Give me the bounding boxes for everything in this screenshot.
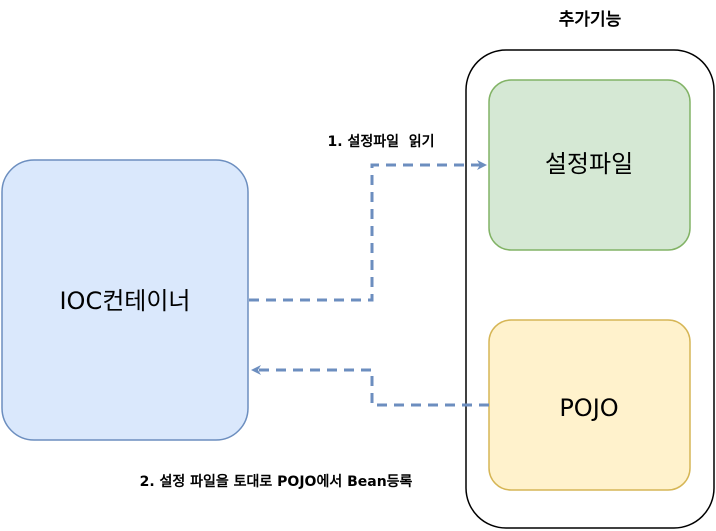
ioc-container-label: IOC컨테이너 <box>59 287 190 315</box>
register-bean-arrow-label: 2. 설정 파일을 토대로 POJO에서 Bean등록 <box>140 473 413 490</box>
read-config-arrow-label: 1. 설정파일 읽기 <box>328 133 435 150</box>
config-file-label: 설정파일 <box>545 150 633 178</box>
config-file-node[interactable] <box>488 79 691 251</box>
pojo-label: POJO <box>559 394 618 422</box>
register-bean-arrow <box>251 365 489 407</box>
read-config-arrow <box>249 160 487 302</box>
feature-group-title: 추가기능 <box>559 10 622 30</box>
ioc-container-node[interactable] <box>1 159 249 441</box>
